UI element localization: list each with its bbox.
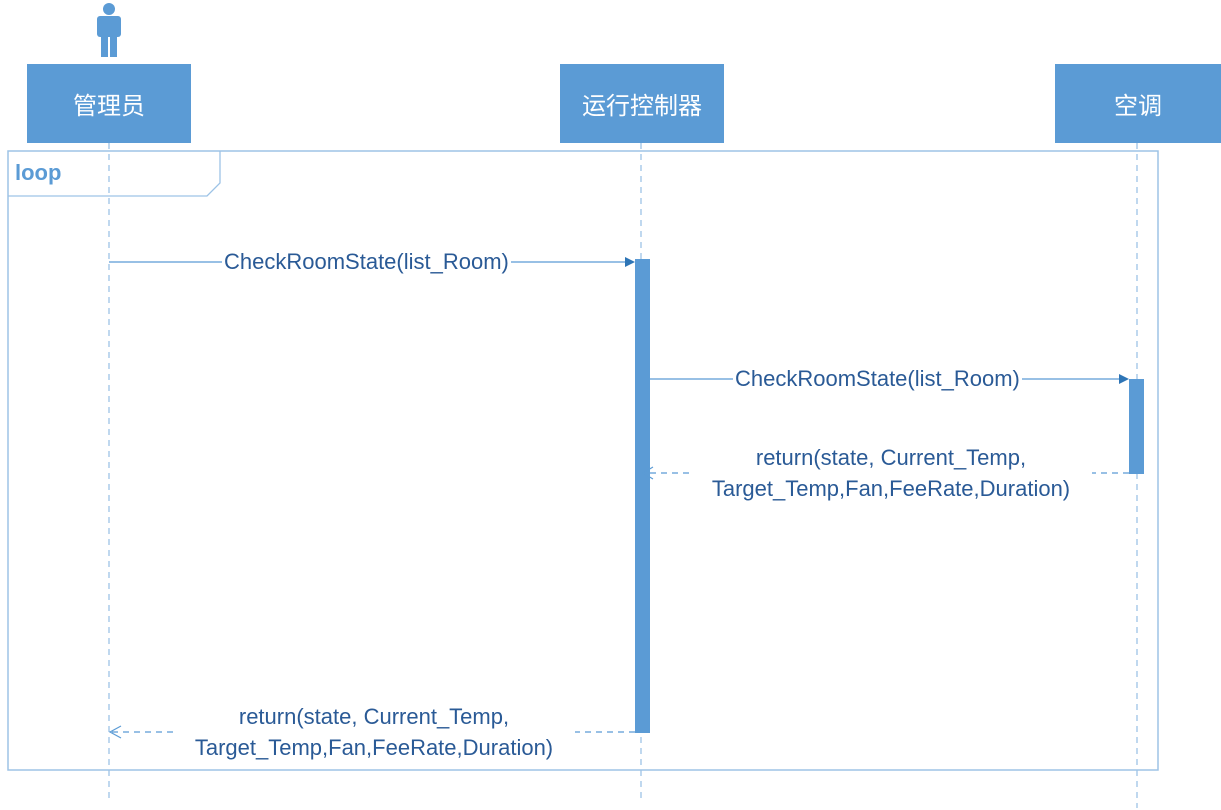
- message-label-4-line2: Target_Temp,Fan,FeeRate,Duration): [194, 735, 554, 760]
- message-label-3: return(state, Current_Temp, Target_Temp,…: [690, 442, 1092, 504]
- message-label-3-line1: return(state, Current_Temp,: [755, 445, 1027, 470]
- arrowhead-4: [108, 725, 122, 739]
- loop-fragment: [7, 150, 1159, 771]
- participant-ac: 空调: [1055, 64, 1221, 143]
- participant-admin: 管理员: [27, 64, 191, 143]
- message-label-3-line2: Target_Temp,Fan,FeeRate,Duration): [711, 476, 1071, 501]
- arrowhead-1: [625, 257, 635, 267]
- message-label-4: return(state, Current_Temp, Target_Temp,…: [173, 701, 575, 763]
- message-label-1: CheckRoomState(list_Room): [222, 246, 511, 277]
- message-label-2: CheckRoomState(list_Room): [733, 363, 1022, 394]
- participant-admin-label: 管理员: [73, 92, 145, 120]
- actor-icon: [97, 3, 121, 57]
- participant-ac-label: 空调: [1114, 92, 1162, 120]
- loop-fragment-tab: [8, 151, 221, 197]
- participant-controller-label: 运行控制器: [582, 92, 702, 120]
- activation-ac: [1129, 379, 1144, 474]
- arrowhead-3: [641, 466, 654, 480]
- participant-controller: 运行控制器: [560, 64, 724, 143]
- activation-controller: [635, 259, 650, 733]
- message-label-4-line1: return(state, Current_Temp,: [238, 704, 510, 729]
- arrowhead-2: [1119, 374, 1129, 384]
- loop-label: loop: [15, 160, 62, 185]
